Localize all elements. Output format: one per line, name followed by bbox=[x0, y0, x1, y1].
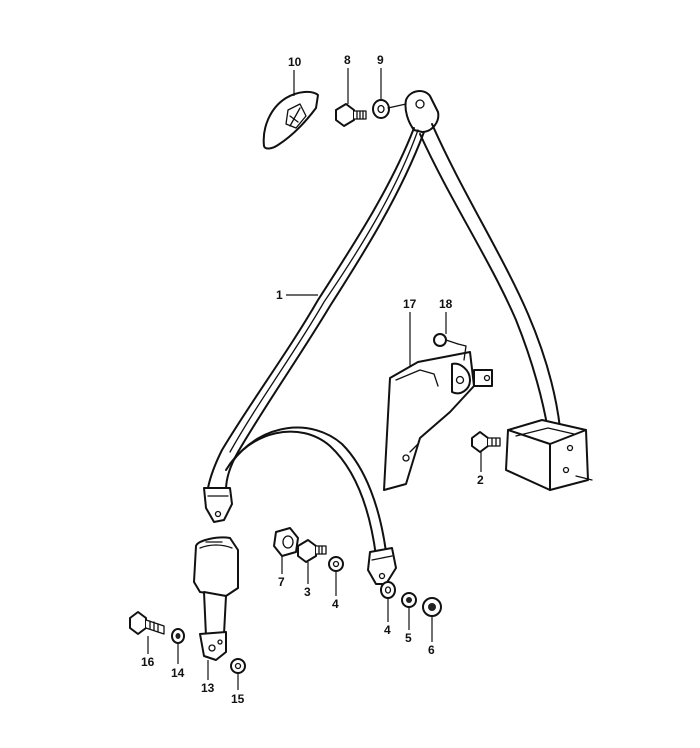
callout-17: 17 bbox=[403, 297, 417, 311]
part-9-washer bbox=[372, 99, 390, 119]
callout-labels: 10 8 9 1 17 18 2 7 3 4 4 5 6 16 14 13 15 bbox=[141, 53, 484, 706]
callout-14: 14 bbox=[171, 666, 185, 680]
part-15-washer bbox=[230, 658, 246, 674]
part-5-lock-washer bbox=[401, 592, 417, 608]
part-13-buckle-stalk bbox=[193, 536, 239, 661]
part-4-washer-b bbox=[380, 581, 396, 599]
callout-4-b: 4 bbox=[384, 623, 391, 637]
part-10-trim-cover bbox=[262, 90, 319, 150]
part-4-washer-a bbox=[328, 556, 344, 572]
callout-10: 10 bbox=[288, 55, 302, 69]
callout-16: 16 bbox=[141, 655, 155, 669]
part-14-washer bbox=[171, 628, 185, 644]
callout-9: 9 bbox=[377, 53, 384, 67]
part-16-buckle-bolt bbox=[129, 611, 165, 635]
part-17-mounting-bracket bbox=[383, 351, 493, 491]
callout-7: 7 bbox=[278, 575, 285, 589]
retractor-unit bbox=[505, 419, 593, 491]
part-1-belt-webbing bbox=[203, 127, 425, 585]
retractor-strap bbox=[419, 123, 561, 431]
leader-lines bbox=[147, 68, 482, 690]
callout-2: 2 bbox=[477, 473, 484, 487]
callout-4-a: 4 bbox=[332, 597, 339, 611]
part-2-retractor-bolt bbox=[471, 431, 501, 453]
upper-anchor-plate bbox=[387, 90, 440, 133]
callout-18: 18 bbox=[439, 297, 453, 311]
callout-1: 1 bbox=[276, 288, 283, 302]
callout-15: 15 bbox=[231, 692, 245, 706]
callout-8: 8 bbox=[344, 53, 351, 67]
callout-6: 6 bbox=[428, 643, 435, 657]
part-3-anchor-bolt bbox=[297, 539, 327, 563]
callout-5: 5 bbox=[405, 631, 412, 645]
part-6-nut bbox=[422, 597, 442, 617]
part-8-anchor-bolt bbox=[335, 103, 367, 127]
callout-3: 3 bbox=[304, 585, 311, 599]
callout-13: 13 bbox=[201, 681, 215, 695]
part-7-spacer-sleeve bbox=[273, 527, 299, 557]
part-18-screw bbox=[433, 333, 467, 361]
